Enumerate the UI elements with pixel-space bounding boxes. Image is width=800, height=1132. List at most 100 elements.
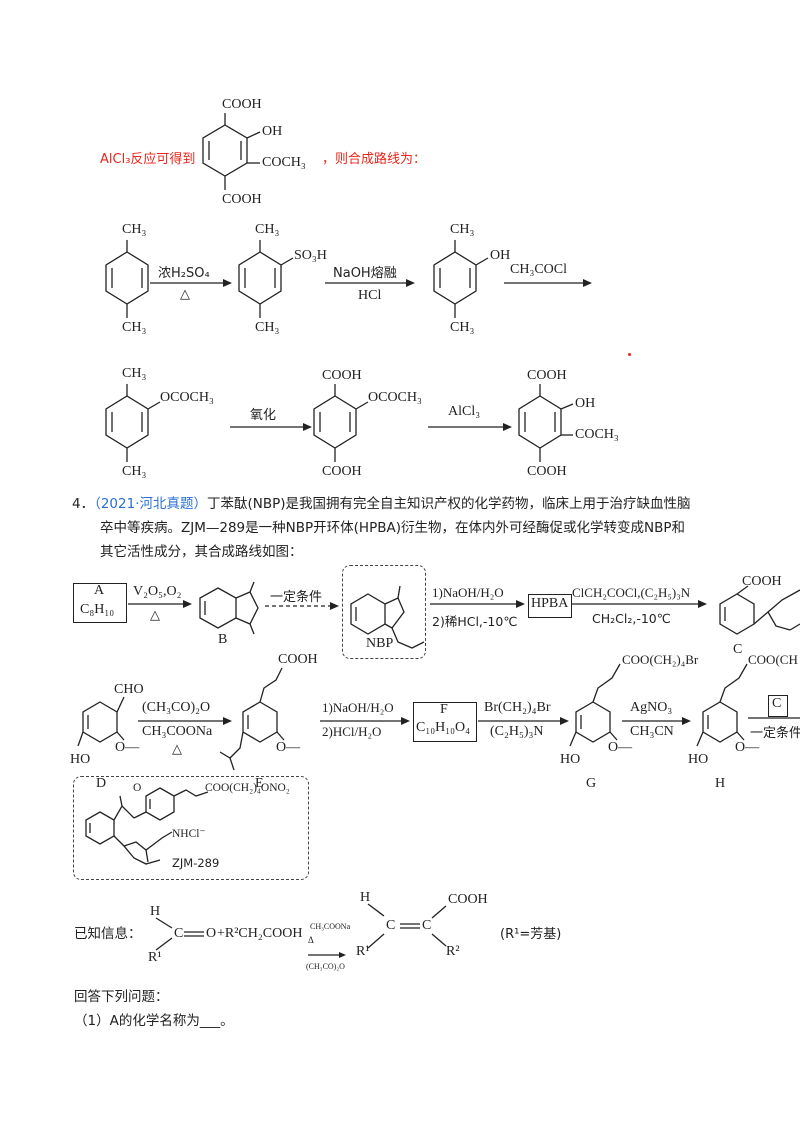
question-number: 4． <box>72 496 95 512</box>
HPBA-label: HPBA <box>531 596 569 611</box>
a4-above: 氧化 <box>250 408 277 423</box>
H-ester: COO(CH <box>748 652 798 667</box>
arrow4-above: ClCH₂COCl,(C₂H₅)₃N <box>572 585 691 600</box>
known-r1a: R¹ <box>148 950 162 965</box>
known-c1: C <box>174 926 184 941</box>
C-label: C <box>733 642 743 657</box>
s6-acyl: COCH₃ <box>575 427 619 442</box>
known-o: O <box>206 926 217 941</box>
s3-ch3-bottom: CH₃ <box>450 320 475 335</box>
arrow9-below: 一定条件 <box>750 726 800 741</box>
D-cho: CHO <box>114 682 144 697</box>
scheme-row1-graphics <box>128 581 800 649</box>
s6-oh: OH <box>575 396 596 411</box>
D-ho: HO <box>70 752 91 767</box>
known-r1b: R¹ <box>356 944 370 959</box>
arrow5-below: △ <box>172 742 182 757</box>
arrow2-above: 一定条件 <box>270 590 323 605</box>
arrow8-below: CH₃CN <box>630 724 674 739</box>
s6-cooh-bottom: COOH <box>527 464 567 479</box>
known-cat-delta: Δ <box>308 935 314 945</box>
s4-ch3-top: CH₃ <box>122 366 147 381</box>
arrow1-below: △ <box>150 608 160 623</box>
H-label: H <box>715 776 726 791</box>
G-ho: HO <box>560 752 581 767</box>
s3-oh: OH <box>490 248 511 263</box>
a2-above: NaOH熔融 <box>333 266 397 281</box>
answer-q1: （1）A的化学名称为___。 <box>74 1013 234 1029</box>
compound-F-box <box>413 702 477 742</box>
s4-ococh3: OCOCH₃ <box>160 390 214 405</box>
s5-cooh-top: COOH <box>322 368 362 383</box>
H-ome: O— <box>735 740 760 755</box>
arrow3-above: 1)NaOH/H₂O <box>432 585 504 600</box>
a1-below: △ <box>180 287 190 302</box>
E-label: E <box>255 776 264 791</box>
known-label: 已知信息： <box>74 926 142 942</box>
zjm-amine: NHCl⁻ <box>172 828 206 840</box>
s1-ch3-top: CH₃ <box>122 222 147 237</box>
s1-ch3-bottom: CH₃ <box>122 320 147 335</box>
arrow6-above: 1)NaOH/H₂O <box>322 700 394 715</box>
C-reagent-label: C <box>772 696 782 711</box>
zjm-ome: O <box>133 782 142 794</box>
top-product-structure <box>202 113 261 190</box>
C-reagent-box <box>768 695 788 717</box>
NBP-label: NBP <box>366 636 394 651</box>
arrow8-above: AgNO₃ <box>630 700 673 715</box>
E-cooh: COOH <box>278 652 318 667</box>
F-label: F <box>440 702 448 717</box>
s2-ch3-bottom: CH₃ <box>255 320 280 335</box>
H-ho: HO <box>688 752 709 767</box>
stray-dot <box>628 353 631 356</box>
s2-ch3-top: CH₃ <box>255 222 280 237</box>
zjm-label: ZJM-289 <box>172 856 220 870</box>
ZJM-289-dashed-box <box>73 776 309 880</box>
a1-above: 浓H₂SO₄ <box>158 266 210 281</box>
arrow5-above: (CH₃CO)₂O <box>142 700 211 715</box>
known-reaction-graphics <box>155 903 447 958</box>
arrow7-below: (C₂H₅)₃N <box>490 724 544 739</box>
known-h1: H <box>150 904 161 919</box>
top-cooh-upper: COOH <box>222 97 262 112</box>
G-ester: COO(CH₂)₄Br <box>622 652 699 667</box>
arrow4-below: CH₂Cl₂,-10℃ <box>592 611 671 626</box>
G-label: G <box>586 776 597 791</box>
a2-below: HCl <box>358 288 382 303</box>
a3-above: CH₃COCl <box>510 262 568 277</box>
known-cat-bottom: (CH₃CO)₂O <box>306 962 345 971</box>
E-ome: O— <box>276 740 301 755</box>
known-c3: C <box>422 918 432 933</box>
question-line1: 丁苯酞(NBP)是我国拥有完全自主知识产权的化学药物，临床上用于治疗缺血性脑 <box>207 496 691 512</box>
known-r2: R² <box>446 944 460 959</box>
known-cat-top: CH₃COONa <box>310 922 351 931</box>
top-cooh-lower: COOH <box>222 192 262 207</box>
known-cooh: COOH <box>448 892 488 907</box>
answer-heading: 回答下列问题： <box>74 989 169 1005</box>
G-ome: O— <box>608 740 633 755</box>
arrow5-mid: CH₃COONa <box>142 724 213 739</box>
intro-suffix: ，则合成路线为： <box>322 152 427 167</box>
known-plus-acid: +R²CH₂COOH <box>217 926 303 941</box>
C-cooh: COOH <box>742 574 782 589</box>
known-c2: C <box>386 918 396 933</box>
D-label: D <box>96 776 107 791</box>
B-label: B <box>218 632 228 647</box>
s2-so3h: SO₃H <box>294 248 327 263</box>
arrow6-below: 2)HCl/H₂O <box>322 724 382 739</box>
F-formula: C₁₀H₁₀O₄ <box>416 720 470 735</box>
A-label: A <box>94 583 105 598</box>
top-acyl: COCH₃ <box>262 155 306 170</box>
arrow3-below: 2)稀HCl,-10℃ <box>432 614 518 629</box>
D-ome: O— <box>115 740 140 755</box>
s3-ch3-top: CH₃ <box>450 222 475 237</box>
s6-cooh-top: COOH <box>527 368 567 383</box>
top-oh: OH <box>262 124 283 139</box>
question-4-paragraph: 4．（2021·河北真题）丁苯酞(NBP)是我国拥有完全自主知识产权的化学药物，… <box>72 492 792 516</box>
arrow1-above: V₂O₅,O₂ <box>133 584 182 599</box>
ZJM-289-structure <box>85 787 209 865</box>
question-source: （2021·河北真题） <box>94 496 207 512</box>
zjm-ester: COO(CH₂)₄ONO₂ <box>205 782 290 794</box>
scheme-row2-graphics <box>77 663 800 771</box>
route2-structures <box>105 384 574 462</box>
